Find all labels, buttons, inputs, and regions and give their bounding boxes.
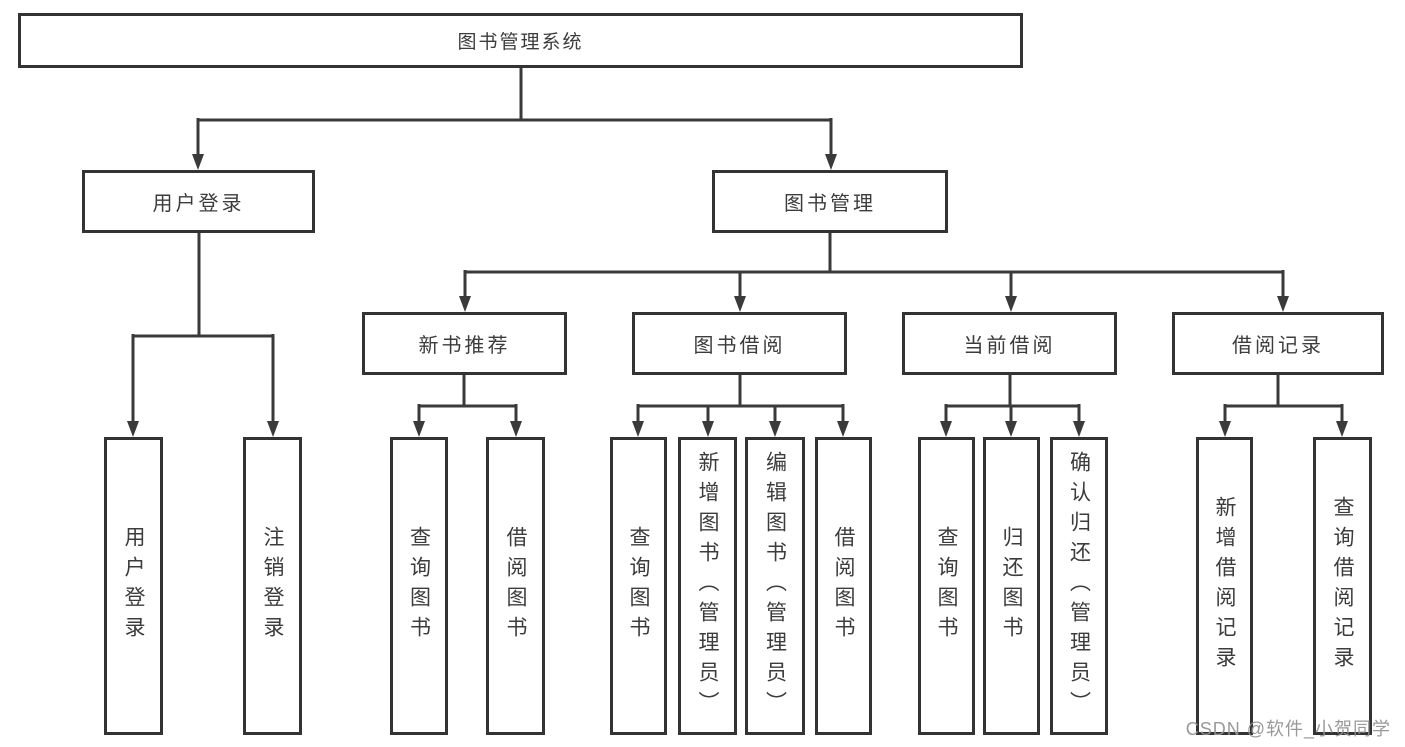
leaf-borrow-borrow-book-label: 借阅图书 [832, 526, 855, 646]
leaf-borrow-add-book-label: 新增图书（管理员） [696, 451, 719, 721]
book-borrow-node: 图书借阅 [632, 312, 847, 375]
current-borrow-node-label: 当前借阅 [963, 335, 1056, 357]
leaf-record-query-label: 查询借阅记录 [1331, 496, 1354, 676]
root-node: 图书管理系统 [18, 13, 1023, 68]
leaf-recommend-borrow-book-node: 借阅图书 [486, 437, 545, 735]
leaf-current-query-book-label: 查询图书 [935, 526, 958, 646]
csdn-watermark: CSDN @软件_小贺同学 [1185, 719, 1391, 739]
leaf-recommend-query-book-label: 查询图书 [407, 526, 431, 646]
user-login-node: 用户登录 [82, 170, 315, 233]
book-borrow-node-label: 图书借阅 [693, 335, 786, 357]
new-book-recommend-node-label: 新书推荐 [418, 335, 511, 357]
borrow-record-node-label: 借阅记录 [1232, 335, 1324, 357]
leaf-borrow-edit-book-node: 编辑图书（管理员） [745, 437, 805, 735]
user-login-node-label: 用户登录 [152, 193, 245, 215]
leaf-borrow-query-book-label: 查询图书 [627, 526, 650, 646]
leaf-current-confirm-return-node: 确认归还（管理员） [1050, 437, 1108, 735]
root-node-label: 图书管理系统 [457, 32, 584, 53]
leaf-borrow-add-book-node: 新增图书（管理员） [678, 437, 737, 735]
leaf-current-confirm-return-label: 确认归还（管理员） [1067, 451, 1091, 721]
leaf-borrow-query-book-node: 查询图书 [610, 437, 667, 735]
book-management-node: 图书管理 [712, 170, 948, 233]
leaf-record-add-node: 新增借阅记录 [1196, 437, 1253, 735]
leaf-current-query-book-node: 查询图书 [918, 437, 975, 735]
leaf-record-query-node: 查询借阅记录 [1313, 437, 1372, 735]
leaf-logout-node: 注销登录 [243, 437, 302, 735]
leaf-logout-label: 注销登录 [261, 526, 284, 646]
book-management-node-label: 图书管理 [784, 193, 876, 215]
leaf-current-return-book-node: 归还图书 [983, 437, 1040, 735]
leaf-borrow-borrow-book-node: 借阅图书 [815, 437, 872, 735]
current-borrow-node: 当前借阅 [902, 312, 1117, 375]
leaf-current-return-book-label: 归还图书 [1000, 526, 1023, 646]
new-book-recommend-node: 新书推荐 [362, 312, 567, 375]
leaf-recommend-query-book-node: 查询图书 [390, 437, 448, 735]
borrow-record-node: 借阅记录 [1172, 312, 1384, 375]
leaf-recommend-borrow-book-label: 借阅图书 [504, 526, 527, 646]
leaf-user-login-node: 用户登录 [104, 437, 163, 735]
leaf-record-add-label: 新增借阅记录 [1213, 496, 1236, 676]
leaf-borrow-edit-book-label: 编辑图书（管理员） [763, 451, 787, 721]
leaf-user-login-label: 用户登录 [122, 526, 145, 646]
